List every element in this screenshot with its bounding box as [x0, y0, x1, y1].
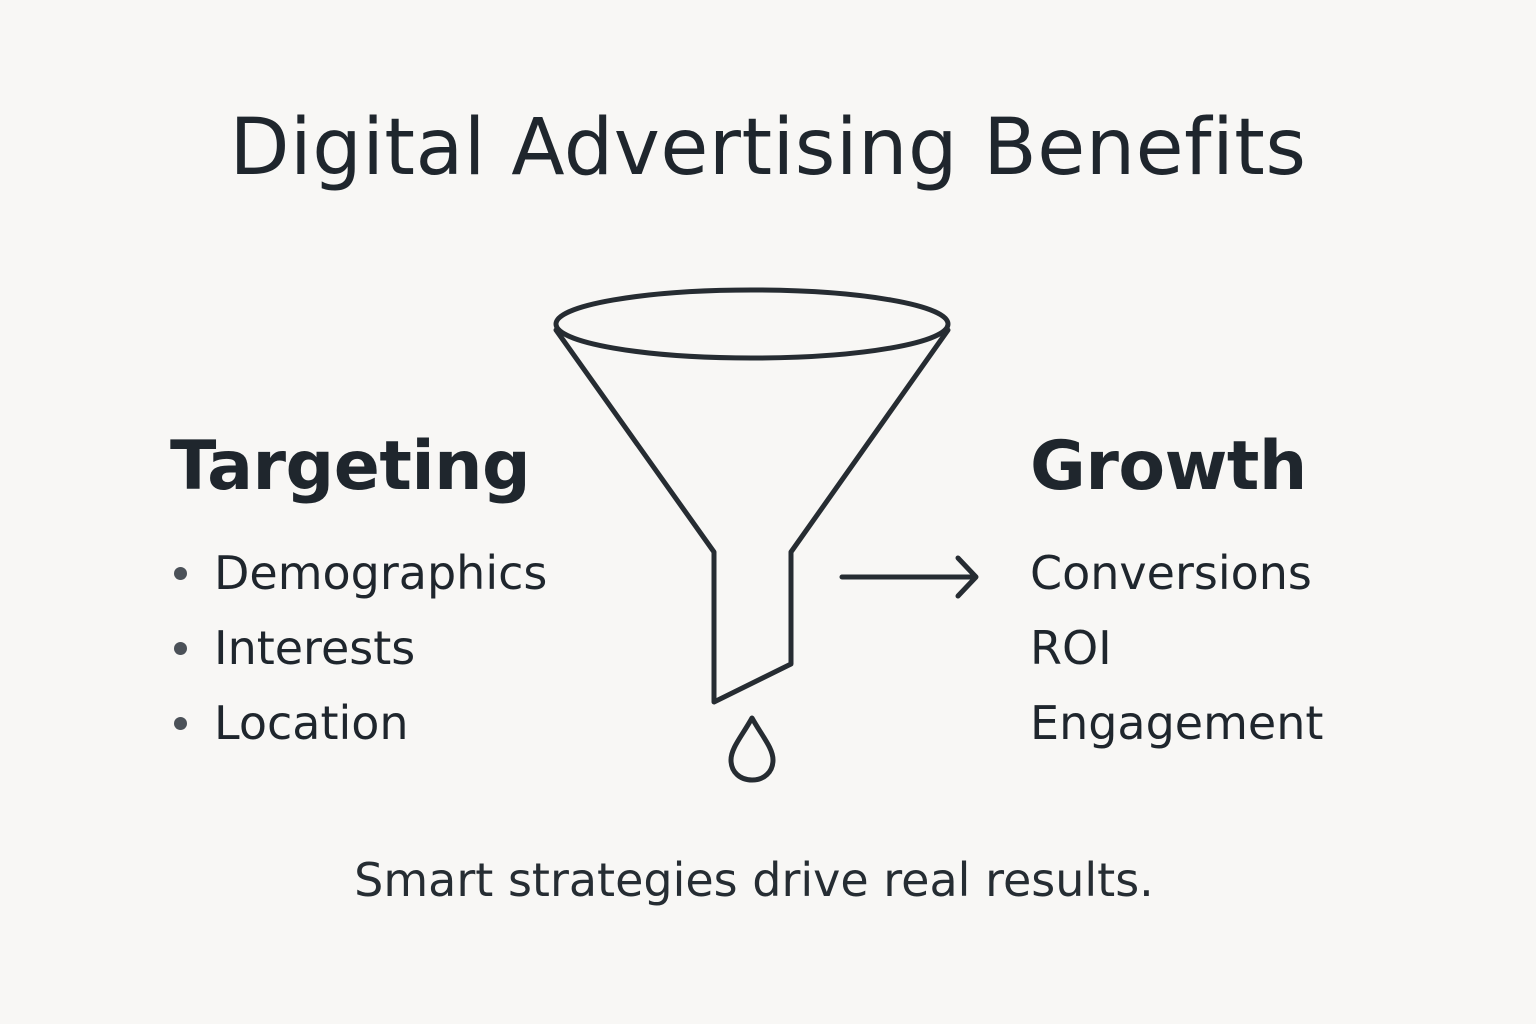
bullet-icon	[174, 642, 187, 655]
targeting-list: Demographics Interests Location	[172, 536, 547, 761]
bullet-icon	[174, 567, 187, 580]
targeting-item-label: Demographics	[214, 546, 548, 600]
arrow-right-icon	[839, 555, 979, 599]
growth-heading: Growth	[1030, 427, 1307, 506]
arrow-head	[955, 555, 979, 599]
funnel-body	[553, 327, 951, 705]
growth-item-roi: ROI	[1030, 621, 1112, 675]
droplet-icon	[728, 715, 776, 783]
targeting-item-demographics: Demographics	[172, 536, 547, 611]
targeting-heading: Targeting	[170, 427, 531, 506]
growth-list: Conversions ROI Engagement	[1030, 536, 1323, 761]
targeting-item-interests: Interests	[172, 611, 547, 686]
targeting-item-location: Location	[172, 686, 547, 761]
targeting-item-label: Interests	[214, 621, 416, 675]
funnel-icon	[553, 287, 951, 705]
growth-item-engagement: Engagement	[1030, 696, 1324, 750]
targeting-item-label: Location	[214, 696, 409, 750]
bullet-icon	[174, 717, 187, 730]
tagline: Smart strategies drive real results.	[354, 853, 1154, 907]
growth-item-conversions: Conversions	[1030, 546, 1312, 600]
page-title: Digital Advertising Benefits	[229, 103, 1307, 193]
funnel-rim	[553, 287, 951, 361]
